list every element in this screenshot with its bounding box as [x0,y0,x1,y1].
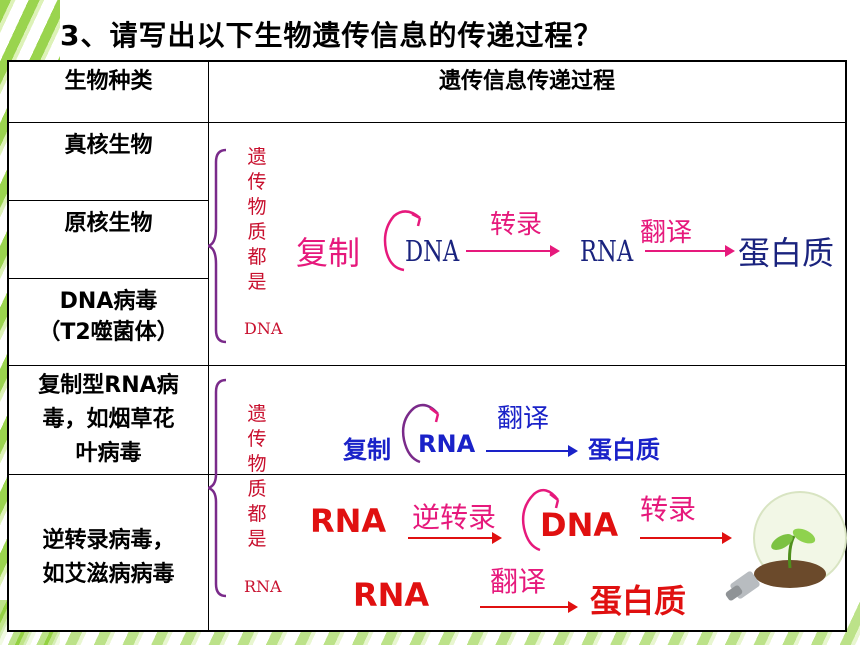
row-retrovirus-line2: 如艾滋病病毒 [42,562,175,587]
label-rna-2: RNA [418,430,476,458]
note-dna-group-tail: DNA [244,319,283,338]
arrow-translate-1 [645,245,735,257]
row-rna-virus: 复制型RNA病 毒，如烟草花 叶病毒 [9,369,208,471]
label-transcribe-2: 转录 [640,493,697,526]
header-process: 遗传信息传递过程 [438,69,615,94]
label-translate-3: 翻译 [490,565,547,598]
note-rna-group-tail: RNA [244,577,282,596]
label-reverse-transcribe: 逆转录 [412,501,497,534]
row-prokaryote: 原核生物 [64,211,153,236]
row-rna-virus-line3: 叶病毒 [75,441,142,466]
label-translate-2: 翻译 [497,404,550,434]
arrow-transcribe-1 [466,245,560,257]
row-dna-virus-line2: （T2噬菌体） [38,320,179,345]
row-eukaryote: 真核生物 [64,133,153,158]
label-transcribe-1: 转录 [490,210,543,240]
row-rna-virus-line1: 复制型RNA病 [38,373,179,398]
row-dna-virus-line1: DNA病毒 [59,289,158,314]
row-dna-virus: DNA病毒 （T2噬菌体） [9,286,208,348]
row-retrovirus-line1: 逆转录病毒， [42,528,175,553]
row-retrovirus: 逆转录病毒， 如艾滋病病毒 [9,524,208,592]
brace-rna-group [208,378,227,598]
note-rna-group: 遗 传 物 质 都 是 [247,403,267,550]
header-species: 生物种类 [64,69,153,94]
row-rna-virus-line2: 毒，如烟草花 [42,407,175,432]
note-dna-group: 遗 传 物 质 都 是 [247,146,267,293]
replication-loop-1 [383,210,422,272]
brace-dna-group [208,148,227,344]
label-protein-3: 蛋白质 [590,582,687,620]
arrow-transcribe-2 [640,532,732,544]
lightbulb-plant-icon [725,491,847,601]
label-replicate-1: 复制 [296,234,361,272]
replication-loop-2 [401,403,440,464]
label-dna-1: DNA [405,234,460,268]
process-table: 生物种类 遗传信息传递过程 真核生物 原核生物 DNA病毒 （T2噬菌体） 复制… [7,60,847,632]
label-rna-1: RNA [580,234,634,268]
replication-loop-3 [521,488,560,552]
page-title: 3、请写出以下生物遗传信息的传递过程？ [60,19,603,52]
label-replicate-2: 复制 [343,436,391,464]
label-retro-rna: RNA [310,502,387,540]
label-rna-3: RNA [353,576,430,614]
label-protein-2: 蛋白质 [588,436,660,464]
label-protein-1: 蛋白质 [738,234,835,272]
arrow-reverse-transcribe [408,532,502,544]
arrow-translate-2 [486,445,578,457]
label-translate-1: 翻译 [640,218,693,248]
label-retro-dna: DNA [540,506,619,544]
arrow-translate-3 [480,601,578,613]
